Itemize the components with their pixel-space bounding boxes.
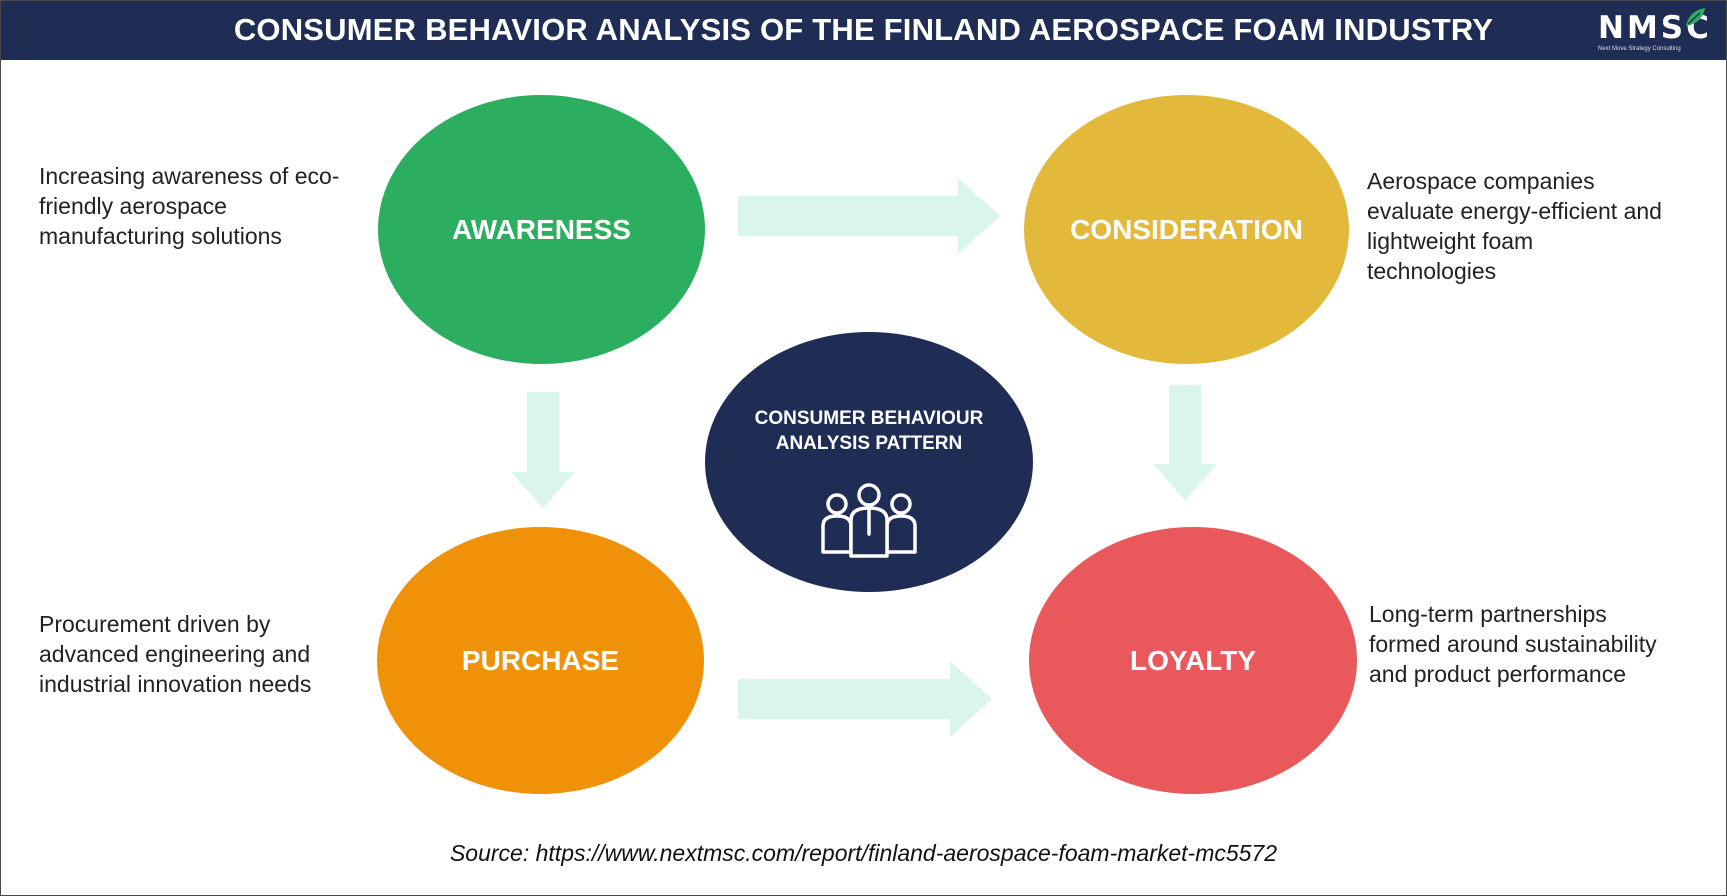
loyalty-circle: LOYALTY: [1029, 527, 1357, 794]
loyalty-description: Long-term partnerships formed around sus…: [1369, 601, 1657, 687]
arrow-awareness-to-consideration: [738, 178, 1000, 254]
consideration-label: CONSIDERATION: [1070, 213, 1303, 245]
nmsc-logo: NMSC Next Move Strategy Consulting: [1592, 8, 1709, 54]
purchase-circle: PURCHASE: [377, 527, 704, 794]
awareness-description: Increasing awareness of eco- friendly ae…: [39, 163, 340, 249]
purchase-description: Procurement driven by advanced engineeri…: [39, 611, 312, 697]
leaf-icon: [1686, 8, 1705, 26]
consideration-circle: CONSIDERATION: [1024, 95, 1349, 364]
awareness-label: AWARENESS: [452, 213, 631, 245]
consideration-description: Aerospace companies evaluate energy-effi…: [1367, 168, 1662, 284]
center-circle: CONSUMER BEHAVIOUR ANALYSIS PATTERN: [705, 332, 1033, 592]
awareness-circle: AWARENESS: [378, 95, 705, 364]
arrow-consideration-to-loyalty: [1153, 385, 1217, 500]
purchase-label: PURCHASE: [461, 644, 620, 676]
people-group-icon: [821, 483, 917, 558]
arrow-purchase-to-loyalty: [738, 661, 992, 737]
center-label: CONSUMER BEHAVIOUR ANALYSIS PATTERN: [754, 408, 984, 454]
header-bar: [1, 1, 1726, 60]
page-title: CONSUMER BEHAVIOR ANALYSIS OF THE FINLAN…: [233, 12, 1494, 47]
loyalty-label: LOYALTY: [1129, 644, 1256, 676]
logo-subtext: Next Move Strategy Consulting: [1598, 46, 1681, 52]
source-citation: Source: https://www.nextmsc.com/report/f…: [449, 840, 1278, 866]
arrow-awareness-to-purchase: [511, 392, 575, 508]
